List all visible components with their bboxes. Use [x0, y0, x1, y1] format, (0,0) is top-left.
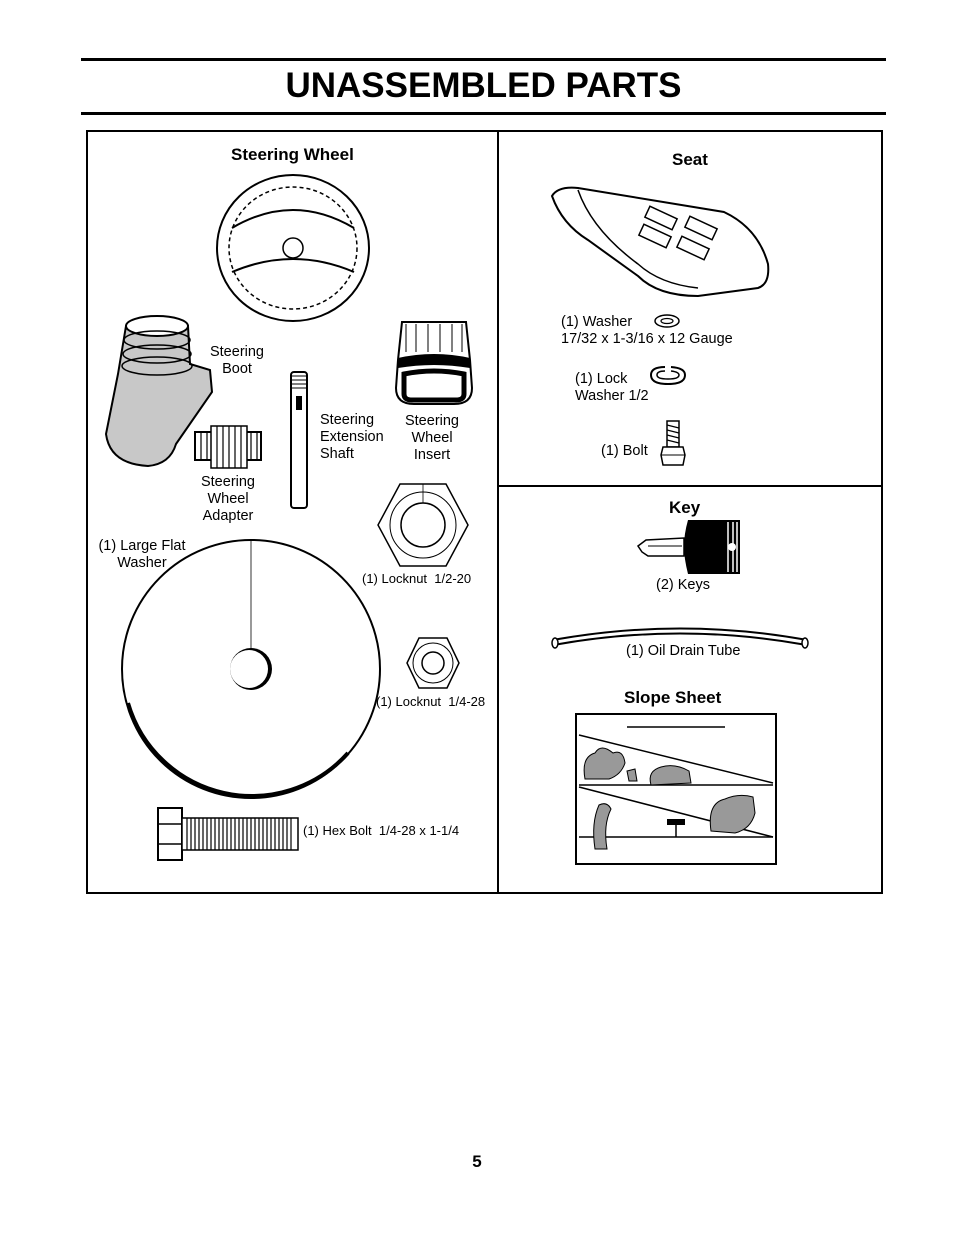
steering-wheel-illustration [216, 174, 370, 322]
bolt-icon [660, 420, 686, 466]
hex-bolt-label: (1) Hex Bolt 1/4-28 x 1-1/4 [303, 823, 460, 838]
seat-heading: Seat [672, 150, 708, 169]
hex-bolt-illustration [157, 807, 299, 861]
panel-divider-vertical [497, 130, 499, 892]
steering-boot-label: Steering Boot [209, 344, 264, 377]
parts-frame [86, 130, 883, 894]
bolt-label: (1) Bolt [601, 443, 648, 459]
slope-sheet-heading: Slope Sheet [624, 688, 722, 707]
washer-icon [654, 314, 680, 328]
key-heading: Key [669, 498, 701, 517]
locknut-small-label: (1) Locknut 1/4-28 [376, 694, 486, 709]
large-flat-washer-label: (1) Large Flat Washer [98, 538, 186, 571]
steering-extension-shaft-illustration [290, 371, 308, 509]
steering-extension-shaft-label: Steering Extension Shaft [320, 412, 384, 462]
oil-drain-tube-label: (1) Oil Drain Tube [626, 643, 741, 659]
top-rule [81, 58, 886, 61]
large-flat-washer-illustration [121, 539, 381, 799]
steering-wheel-insert-label: Steering Wheel Insert [404, 413, 459, 463]
slope-sheet-illustration [575, 713, 777, 865]
steering-boot-illustration [104, 315, 214, 468]
keys-label: (2) Keys [656, 577, 710, 593]
steering-wheel-insert-illustration [394, 321, 474, 405]
seat-illustration [550, 186, 770, 298]
lock-washer-label: (1) Lock Washer 1/2 [575, 371, 649, 404]
oil-drain-tube-illustration [551, 627, 809, 649]
steering-wheel-heading: Steering Wheel [231, 145, 354, 164]
panel-divider-horizontal [499, 485, 881, 487]
page-number: 5 [472, 1152, 482, 1171]
steering-wheel-adapter-label: Steering Wheel Adapter [200, 474, 255, 524]
washer-label: (1) Washer 17/32 x 1-3/16 x 12 Gauge [561, 314, 733, 347]
locknut-small-illustration [406, 637, 460, 689]
locknut-large-label: (1) Locknut 1/2-20 [362, 571, 472, 586]
lock-washer-icon [649, 366, 687, 386]
steering-wheel-adapter-illustration [194, 425, 262, 469]
locknut-large-illustration [377, 483, 469, 567]
page-title: UNASSEMBLED PARTS [285, 66, 682, 105]
title-underline [81, 112, 886, 115]
key-icon [636, 520, 740, 574]
